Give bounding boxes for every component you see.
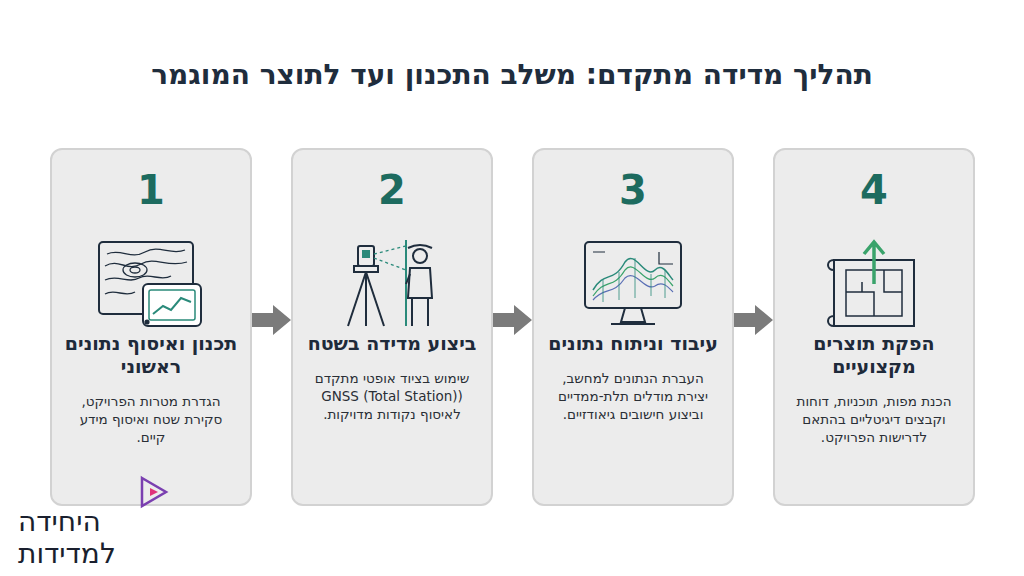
step-description: שימוש בציוד אופטי מתקדם (GNSS (Total Sta… bbox=[305, 369, 479, 424]
logo-text: היחידה bbox=[18, 508, 101, 536]
flow-arrow bbox=[252, 305, 291, 335]
step-description: העברת הנתונים למחשב, יצירת מודלים תלת-ממ… bbox=[546, 369, 720, 424]
step-card: 2 ביצוע מדידה בשטח שימוש בציוד אופטי מתקדם… bbox=[291, 148, 493, 506]
step-number: 1 bbox=[137, 170, 165, 212]
step-card: 3 עיבוד וניתוח נתונים העברת הנתונים למחשב,… bbox=[532, 148, 734, 506]
step-heading: הפקת תוצרים מקצועיים bbox=[787, 332, 961, 378]
flow-arrow bbox=[493, 305, 532, 335]
logo-text: למדידות bbox=[18, 540, 116, 568]
diagram-title: תהליך מדידה מתקדם: משלב התכנון ועד לתוצר… bbox=[20, 58, 1004, 91]
step-description: הכנת מפות, תוכניות, דוחות וקבצים דיגיטלי… bbox=[787, 392, 961, 447]
flow-arrow bbox=[734, 305, 773, 335]
step-number: 2 bbox=[378, 170, 406, 212]
step-heading: ביצוע מדידה בשטח bbox=[308, 332, 477, 355]
step-card: 4 הפקת תוצרים מקצועיים הכנת מפות, תוכניות,… bbox=[773, 148, 975, 506]
step-number: 4 bbox=[860, 170, 888, 212]
step-number: 3 bbox=[619, 170, 647, 212]
step-description: הגדרת מטרות הפרויקט, סקירת שטח ואיסוף מי… bbox=[64, 392, 238, 447]
step-card: 1 תכנון ואיסוף נתונים ראשוני הגדרת מטרות ה… bbox=[50, 148, 252, 506]
step-heading: עיבוד וניתוח נתונים bbox=[548, 332, 718, 355]
step-heading: תכנון ואיסוף נתונים ראשוני bbox=[64, 332, 238, 378]
